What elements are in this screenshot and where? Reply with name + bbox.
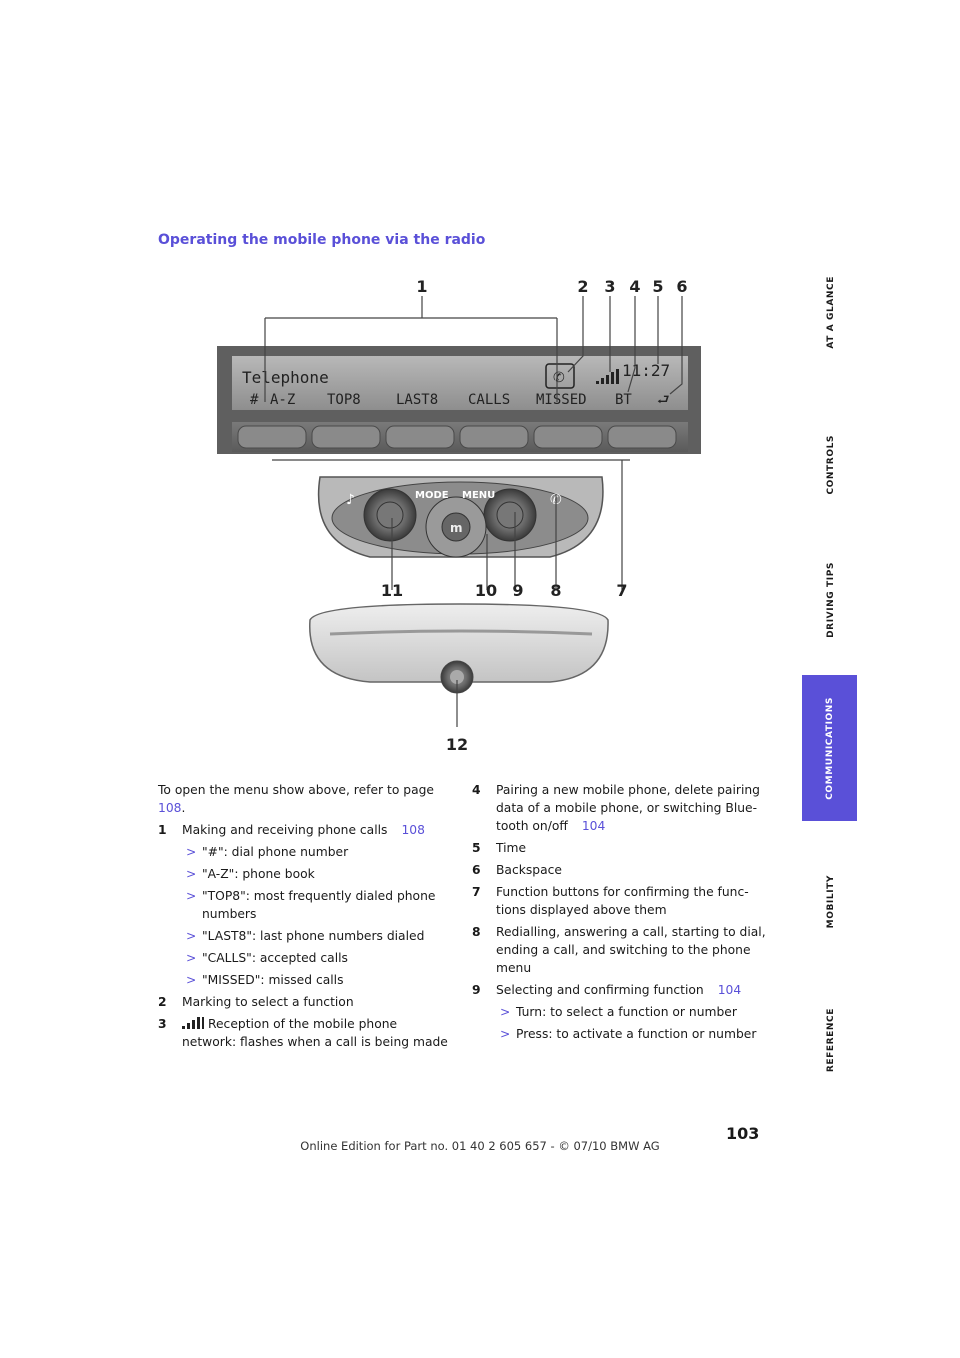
callout-1: 1 bbox=[416, 277, 427, 296]
callout-11: 11 bbox=[381, 581, 403, 600]
tab-communications[interactable]: COMMUNICATIONS bbox=[802, 675, 857, 821]
display-time: 11:27 bbox=[622, 361, 670, 380]
callout-4: 4 bbox=[629, 277, 640, 296]
page-number: 103 bbox=[726, 1124, 760, 1143]
function-button-3[interactable] bbox=[385, 425, 455, 449]
page-link[interactable]: 108 bbox=[158, 801, 182, 815]
intro-paragraph: To open the menu show above, refer to pa… bbox=[158, 783, 434, 815]
tab-controls[interactable]: CONTROLS bbox=[826, 435, 836, 495]
tab-at-a-glance[interactable]: AT A GLANCE bbox=[826, 275, 836, 349]
callout-3: 3 bbox=[604, 277, 615, 296]
phone-icon: ✆ bbox=[553, 370, 565, 386]
section-heading: Operating the mobile phone via the radio bbox=[158, 232, 486, 248]
sub-item: >Turn: to select a function or number bbox=[500, 1005, 737, 1019]
menu-item-missed: MISSED bbox=[536, 392, 587, 408]
signal-strength-icon bbox=[182, 1017, 204, 1029]
function-button-4[interactable] bbox=[459, 425, 529, 449]
music-icon: ♪ bbox=[346, 492, 355, 508]
function-button-6[interactable] bbox=[607, 425, 677, 449]
display-title: Telephone bbox=[242, 368, 329, 387]
sub-item: >"TOP8": most frequently dialed phone nu… bbox=[186, 889, 436, 921]
backspace-icon: ⮐ bbox=[657, 392, 670, 408]
callout-8: 8 bbox=[550, 581, 561, 600]
callout-12: 12 bbox=[446, 735, 468, 754]
marking-box bbox=[545, 363, 575, 389]
footer: Online Edition for Part no. 01 40 2 605 … bbox=[300, 1139, 660, 1153]
sub-item: >"LAST8": last phone numbers dialed bbox=[186, 929, 425, 943]
rearview-mirror bbox=[309, 603, 609, 683]
page-link[interactable]: 108 bbox=[401, 823, 425, 837]
signal-icon bbox=[596, 369, 619, 384]
menu-item-calls: CALLS bbox=[468, 392, 510, 408]
sub-item: >Press: to activate a function or number bbox=[500, 1027, 757, 1041]
menu-item-top8: TOP8 bbox=[327, 392, 361, 408]
menu-item-last8: LAST8 bbox=[396, 392, 438, 408]
callout-6: 6 bbox=[676, 277, 687, 296]
page-link[interactable]: 104 bbox=[717, 983, 742, 997]
radio-diagram: Telephone 11:27 ✆ # A-Z TOP8 LAST8 CALLS… bbox=[217, 277, 701, 754]
page-link[interactable]: 104 bbox=[581, 819, 606, 833]
menu-label: MENU bbox=[462, 490, 495, 501]
tab-mobility[interactable]: MOBILITY bbox=[826, 875, 836, 929]
tab-driving-tips[interactable]: DRIVING TIPS bbox=[826, 562, 836, 638]
left-column: To open the menu show above, refer to pa… bbox=[158, 781, 453, 1055]
mode-label: MODE bbox=[415, 490, 449, 501]
function-button-2[interactable] bbox=[311, 425, 381, 449]
svg-text:m: m bbox=[450, 521, 463, 535]
menu-item-bt: BT bbox=[615, 392, 632, 408]
sub-item: >"#": dial phone number bbox=[186, 845, 349, 859]
callout-5: 5 bbox=[652, 277, 663, 296]
callout-10: 10 bbox=[475, 581, 497, 600]
m-button[interactable] bbox=[441, 512, 471, 542]
sub-item: >"CALLS": accepted calls bbox=[186, 951, 348, 965]
menu-item-a-z: A-Z bbox=[270, 392, 295, 408]
sub-item: >"MISSED": missed calls bbox=[186, 973, 344, 987]
function-button-5[interactable] bbox=[533, 425, 603, 449]
callout-9: 9 bbox=[512, 581, 523, 600]
tab-reference[interactable]: REFERENCE bbox=[826, 1007, 836, 1073]
callout-lines bbox=[264, 296, 683, 727]
function-button-1[interactable] bbox=[237, 425, 307, 449]
callout-7: 7 bbox=[616, 581, 627, 600]
callout-2: 2 bbox=[577, 277, 588, 296]
sub-item: >"A-Z": phone book bbox=[186, 867, 315, 881]
menu-item-hash: # bbox=[250, 392, 259, 408]
